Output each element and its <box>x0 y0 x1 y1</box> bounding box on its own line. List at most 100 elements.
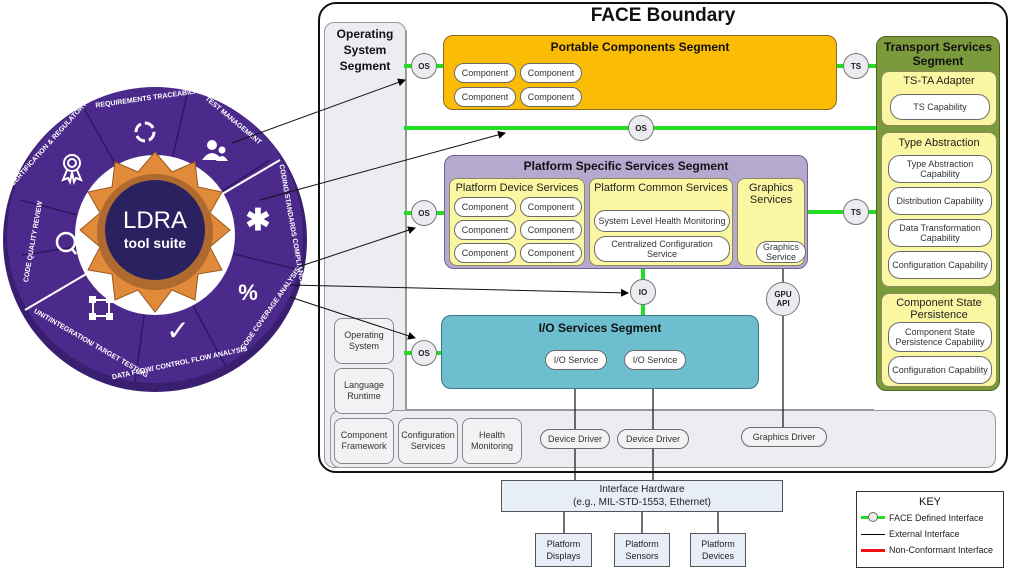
configuration-capability[interactable]: Configuration Capability <box>888 251 992 279</box>
type-abstraction: Type Abstraction Type Abstraction Capabi… <box>881 132 997 287</box>
ts-ta-adapter-title: TS-TA Adapter <box>903 75 975 87</box>
platform-label: Devices <box>701 551 734 561</box>
platform-label: Platform <box>701 539 735 549</box>
key-item-external: External Interface <box>861 527 1001 541</box>
platform-displays[interactable]: Platform Displays <box>535 533 592 567</box>
csp-capability[interactable]: Component State Persistence Capability <box>888 322 992 352</box>
gpu-api-interface-node[interactable]: GPU API <box>766 282 800 316</box>
os-interface-node[interactable]: OS <box>411 200 437 226</box>
portable-component[interactable]: Component <box>520 63 582 83</box>
portable-component[interactable]: Component <box>454 87 516 107</box>
ldra-logo-subtext: tool suite <box>124 235 186 251</box>
graphics-service[interactable]: Graphics Service <box>756 241 806 263</box>
nodes-square-icon <box>89 296 113 320</box>
interface-hardware-title: Interface Hardware <box>599 484 685 495</box>
device-component[interactable]: Component <box>454 197 516 217</box>
platform-label: Sensors <box>625 551 659 561</box>
io-service[interactable]: I/O Service <box>624 350 686 370</box>
portable-components-segment: Portable Components Segment Component Co… <box>443 35 837 110</box>
ts-ta-adapter: TS-TA Adapter TS Capability <box>881 71 997 126</box>
ldra-arrows <box>231 78 629 340</box>
platform-label: Displays <box>546 551 581 561</box>
os-interface-node[interactable]: OS <box>628 115 654 141</box>
os-interface-node[interactable]: OS <box>411 53 437 79</box>
non-conformant-line-symbol-icon <box>861 548 885 552</box>
type-abstraction-capability[interactable]: Type Abstraction Capability <box>888 155 992 183</box>
tss-title: Transport Services Segment <box>883 40 993 68</box>
io-services-segment: I/O Services Segment I/O Service I/O Ser… <box>441 315 759 389</box>
cycle-arrows-icon <box>134 121 156 143</box>
face-interface-symbol-icon <box>861 511 885 525</box>
platform-device-services-title: Platform Device Services <box>455 182 579 194</box>
ldra-logo-circle <box>105 180 205 280</box>
asterisk-icon: ✱ <box>245 204 270 237</box>
device-driver[interactable]: Device Driver <box>540 429 610 449</box>
platform-label: Platform <box>625 539 659 549</box>
ts-interface-node[interactable]: TS <box>843 199 869 225</box>
face-boundary-title: FACE Boundary <box>590 5 736 26</box>
os-title-line: Segment <box>339 59 391 73</box>
type-abstraction-title: Type Abstraction <box>898 137 980 149</box>
legend-key: KEY FACE Defined Interface External Inte… <box>856 491 1004 568</box>
csp-title: Component State Persistence <box>896 297 982 321</box>
pss-title: Platform Specific Services Segment <box>523 159 729 173</box>
io-service[interactable]: I/O Service <box>545 350 607 370</box>
platform-sensors[interactable]: Platform Sensors <box>614 533 670 567</box>
graphics-driver[interactable]: Graphics Driver <box>741 427 827 447</box>
api-label: API <box>776 299 790 308</box>
platform-devices[interactable]: Platform Devices <box>690 533 746 567</box>
device-component[interactable]: Component <box>454 243 516 263</box>
ldra-wheel: LDRA tool suite ✱ % ✓ REQUIREMENTS TRACE… <box>3 74 307 392</box>
key-item-non-conformant: Non-Conformant Interface <box>861 543 1006 557</box>
external-line-symbol-icon <box>861 533 885 535</box>
os-segment-title: Operating System Segment <box>324 26 406 74</box>
device-component[interactable]: Component <box>520 197 582 217</box>
device-component[interactable]: Component <box>454 220 516 240</box>
os-box-operating-system[interactable]: Operating System <box>334 318 394 364</box>
key-title: KEY <box>918 496 941 508</box>
platform-common-services-title: Platform Common Services <box>594 182 728 194</box>
os-box-health-monitoring[interactable]: Health Monitoring <box>462 418 522 464</box>
device-driver[interactable]: Device Driver <box>617 429 689 449</box>
os-title-line: System <box>343 43 387 57</box>
data-transformation-capability[interactable]: Data Transformation Capability <box>888 219 992 247</box>
checkmark-icon: ✓ <box>166 315 189 346</box>
portable-segment-title: Portable Components Segment <box>550 40 730 54</box>
platform-specific-services-segment: Platform Specific Services Segment Platf… <box>444 155 808 269</box>
device-component[interactable]: Component <box>520 243 582 263</box>
io-interface-node[interactable]: IO <box>630 279 656 305</box>
system-level-health-monitoring[interactable]: System Level Health Monitoring <box>594 210 730 232</box>
interface-hardware: Interface Hardware (e.g., MIL-STD-1553, … <box>501 480 783 512</box>
platform-label: Platform <box>546 539 581 549</box>
transport-services-segment: Transport Services Segment TS-TA Adapter… <box>876 36 1000 391</box>
key-label: FACE Defined Interface <box>889 513 984 523</box>
ts-capability[interactable]: TS Capability <box>890 94 990 120</box>
award-ribbon-icon <box>61 154 83 186</box>
key-item-face-defined: FACE Defined Interface <box>861 511 1001 525</box>
magnifier-check-icon <box>55 231 77 255</box>
portable-component[interactable]: Component <box>520 87 582 107</box>
graphics-services-title: Graphics Services <box>748 182 794 206</box>
component-state-persistence: Component State Persistence Component St… <box>881 293 997 387</box>
os-title-line: Operating <box>336 27 394 41</box>
ts-interface-node[interactable]: TS <box>843 53 869 79</box>
os-box-component-framework[interactable]: Component Framework <box>334 418 394 464</box>
io-segment-title: I/O Services Segment <box>538 321 662 335</box>
device-component[interactable]: Component <box>520 220 582 240</box>
ldra-logo-text: LDRA <box>123 207 187 234</box>
os-interface-node[interactable]: OS <box>411 340 437 366</box>
interface-hardware-examples: (e.g., MIL-STD-1553, Ethernet) <box>573 497 711 508</box>
key-label: Non-Conformant Interface <box>889 545 994 555</box>
graphics-services: Graphics Services Graphics Service <box>737 178 806 266</box>
percent-icon: % <box>238 280 258 305</box>
gpu-label: GPU <box>774 290 792 299</box>
platform-device-services: Platform Device Services Component Compo… <box>449 178 585 266</box>
csp-configuration-capability[interactable]: Configuration Capability <box>888 356 992 384</box>
portable-component[interactable]: Component <box>454 63 516 83</box>
platform-common-services: Platform Common Services System Level He… <box>589 178 733 266</box>
centralized-configuration-service[interactable]: Centralized Configuration Service <box>594 236 730 262</box>
users-icon <box>202 140 228 161</box>
distribution-capability[interactable]: Distribution Capability <box>888 187 992 215</box>
os-box-language-runtime[interactable]: Language Runtime <box>334 368 394 414</box>
os-box-configuration-services[interactable]: Configuration Services <box>398 418 458 464</box>
